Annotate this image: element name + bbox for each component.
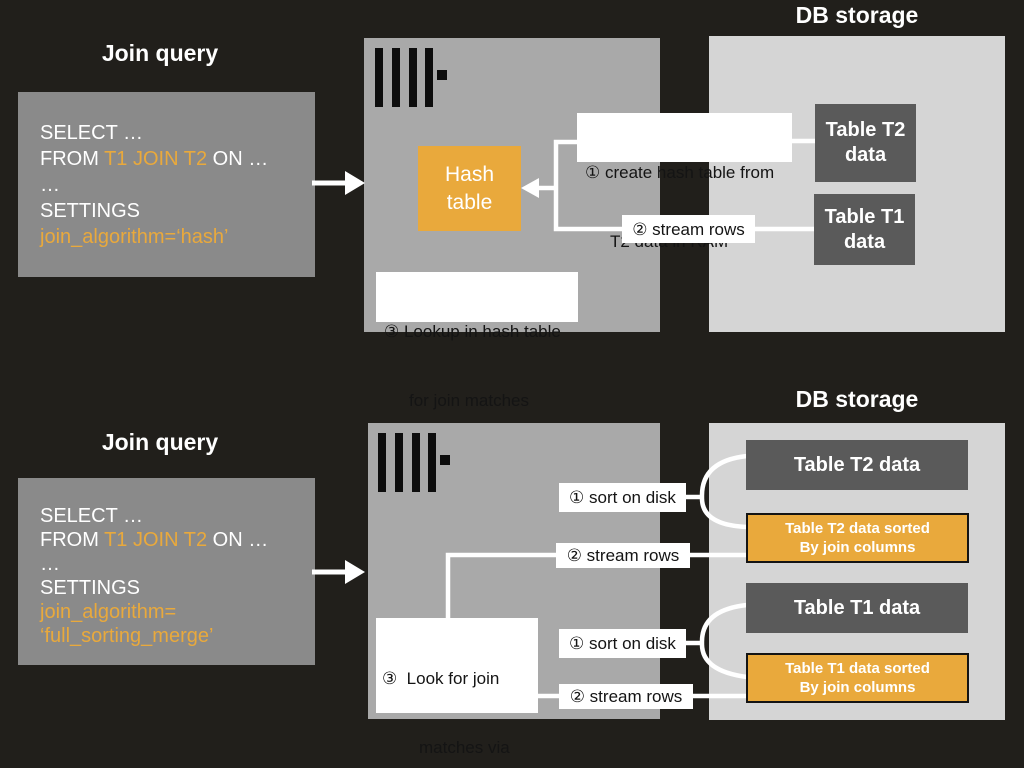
sql-line: … [40, 174, 60, 196]
join-query-title-2: Join query [101, 429, 219, 455]
table-t1-data-box-2: Table T1 data [746, 583, 968, 633]
db-storage-title-2: DB storage [795, 386, 919, 412]
query-to-server-arrowhead-1 [345, 171, 365, 195]
sql-line: FROM T1 JOIN T2 ON … [40, 148, 269, 170]
sql-line: ‘full_sorting_merge’ [40, 625, 214, 647]
hash-table-box: Hash table [418, 146, 521, 231]
sql-line: FROM T1 JOIN T2 ON … [40, 529, 269, 551]
step3-lookup-label: ③ Lookup in hash table for join matches [376, 272, 578, 410]
sort-on-disk-label-t1: ① sort on disk [559, 629, 686, 658]
clickhouse-logo-icon [375, 48, 449, 108]
db-storage-title-1: DB storage [795, 2, 919, 28]
sql-line: SETTINGS [40, 200, 141, 222]
stream-rows-label-t2: ② stream rows [556, 543, 690, 568]
stream-rows-label-t1: ② stream rows [559, 684, 693, 709]
sql-line: … [40, 553, 60, 575]
db-storage-box-1 [709, 36, 1005, 332]
step1-create-hash-table-label: ① create hash table from T2 data in RAM [577, 113, 792, 251]
sql-query-box-merge: SELECT … FROM T1 JOIN T2 ON … … SETTINGS… [18, 478, 315, 665]
sort-on-disk-label-t2: ① sort on disk [559, 483, 686, 512]
sql-line: join_algorithm= [40, 601, 177, 623]
join-query-title-1: Join query [101, 40, 219, 66]
step2-stream-rows-label-1: ② stream rows [622, 215, 755, 243]
sql-line: SETTINGS [40, 577, 141, 599]
clickhouse-logo-icon [378, 433, 452, 493]
query-to-server-arrowhead-2 [345, 560, 365, 584]
sql-query-box-hash: SELECT … FROM T1 JOIN T2 ON … … SETTINGS… [18, 92, 315, 277]
sql-line: SELECT … [40, 122, 143, 144]
sql-line: join_algorithm=‘hash’ [40, 226, 229, 248]
step3-merge-join-label: ③ Look for join matches via merge join a… [376, 618, 538, 757]
table-t2-data-box-2: Table T2 data [746, 440, 968, 490]
sql-line: SELECT … [40, 505, 143, 527]
